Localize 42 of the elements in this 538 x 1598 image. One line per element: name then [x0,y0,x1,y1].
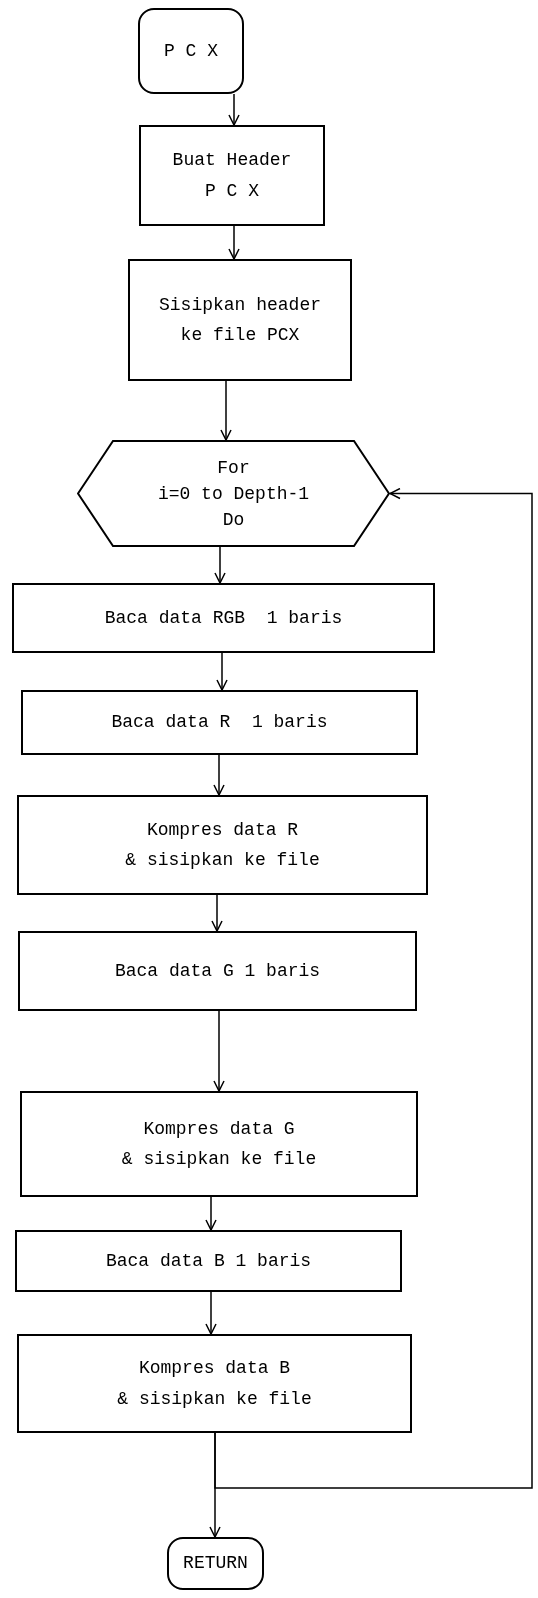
node-label: & sisipkan ke file [125,849,320,872]
process-box [21,690,418,755]
process-box [18,931,417,1011]
arrow [213,754,225,796]
loop-hexagon [77,440,390,547]
arrow [228,93,240,126]
process-box [20,1091,418,1197]
process-box [17,1334,412,1433]
node-label: Kompres data R [146,818,299,841]
process-box [139,125,325,226]
process-box [12,583,435,653]
arrow [213,1010,225,1092]
node-label: P C X [205,179,259,202]
arrow [214,487,533,1489]
process-box [17,795,428,895]
node-label: P C X [164,39,218,63]
node-label: Baca data RGB 1 baris [104,606,343,630]
node-label: RETURN [183,1552,248,1575]
node-label: Kompres data G [143,1117,295,1140]
arrow [228,225,240,260]
node-label: Buat Header [172,149,292,172]
node-label: For [217,458,250,477]
node-label: Kompres data B [138,1357,291,1380]
node-label: Do [222,510,245,529]
node-label: Baca data B 1 baris [105,1249,312,1273]
process-box [15,1230,402,1292]
terminal-box [167,1537,264,1590]
node-label: ke file PCX [180,324,300,347]
arrow [205,1291,217,1335]
node-label: Sisipkan header [159,293,321,316]
arrow [214,546,226,584]
node-label: & sisipkan ke file [121,1148,317,1171]
node-label: i=0 to Depth-1 [157,484,310,503]
arrow [211,894,223,932]
terminal-box [138,8,244,94]
process-box [128,259,352,381]
arrow [216,652,228,691]
node-label: Baca data R 1 baris [111,711,328,734]
arrow [220,380,232,441]
node-label: Baca data G 1 baris [114,959,321,983]
node-label: & sisipkan ke file [117,1387,312,1410]
arrow [205,1196,217,1231]
